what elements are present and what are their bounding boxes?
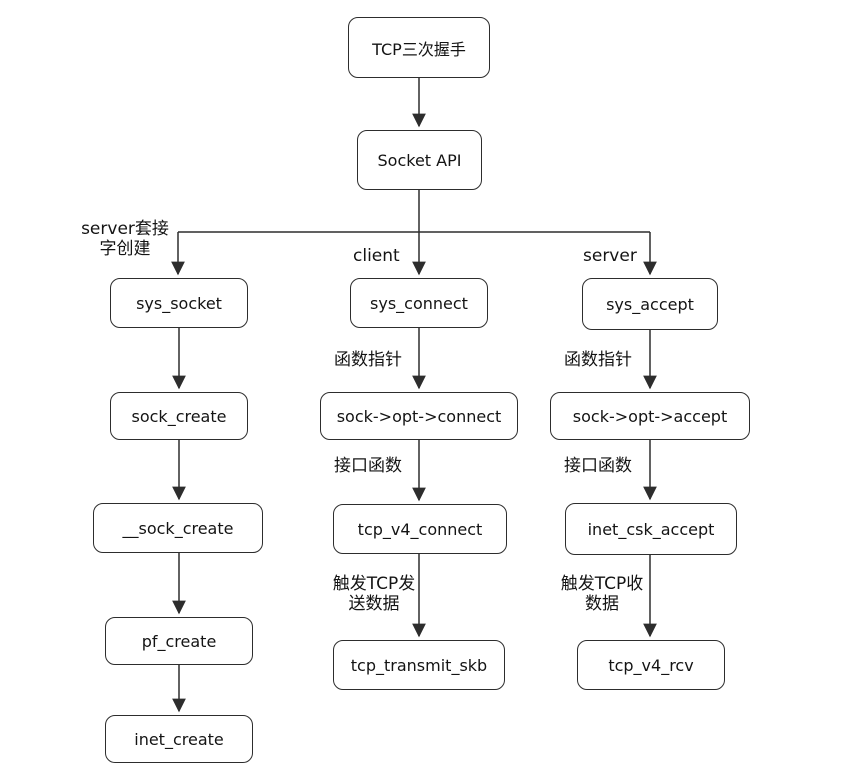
node-sock-opt-connect: sock->opt->connect xyxy=(320,392,518,440)
node-sys-connect: sys_connect xyxy=(350,278,488,328)
edge-label-server-socket-create: server套接 字创建 xyxy=(73,219,177,259)
node-socket-api: Socket API xyxy=(357,130,482,190)
node-inet-csk-accept: inet_csk_accept xyxy=(565,503,737,555)
node-sock-create-inner: __sock_create xyxy=(93,503,263,553)
edge-label-server: server xyxy=(583,246,637,266)
edge-label-line: 送数据 xyxy=(348,594,400,615)
node-inet-create: inet_create xyxy=(105,715,253,763)
node-sock-create: sock_create xyxy=(110,392,248,440)
node-sys-socket: sys_socket xyxy=(110,278,248,328)
node-sys-accept: sys_accept xyxy=(582,278,718,330)
edge-label-trigger-recv: 触发TCP收 数据 xyxy=(554,574,650,614)
edge-label-trigger-send: 触发TCP发 送数据 xyxy=(326,574,422,614)
node-tcp-v4-connect: tcp_v4_connect xyxy=(333,504,507,554)
node-tcp-v4-rcv: tcp_v4_rcv xyxy=(577,640,725,690)
edge-label-func-pointer-accept: 函数指针 xyxy=(564,350,632,370)
edge-label-client: client xyxy=(353,246,400,266)
node-tcp-transmit-skb: tcp_transmit_skb xyxy=(333,640,505,690)
node-sock-opt-accept: sock->opt->accept xyxy=(550,392,750,440)
edge-label-line: server套接 xyxy=(81,219,169,239)
edge-label-line: 触发TCP收 xyxy=(560,574,644,594)
edge-label-line: 触发TCP发 xyxy=(332,574,416,594)
edge-label-line: 字创建 xyxy=(99,239,151,260)
node-pf-create: pf_create xyxy=(105,617,253,665)
edge-label-line: 数据 xyxy=(585,594,619,615)
edge-label-interface-func-connect: 接口函数 xyxy=(334,456,402,476)
node-tcp-handshake: TCP三次握手 xyxy=(348,17,490,78)
edge-label-interface-func-accept: 接口函数 xyxy=(564,456,632,476)
edge-label-func-pointer-connect: 函数指针 xyxy=(334,350,402,370)
